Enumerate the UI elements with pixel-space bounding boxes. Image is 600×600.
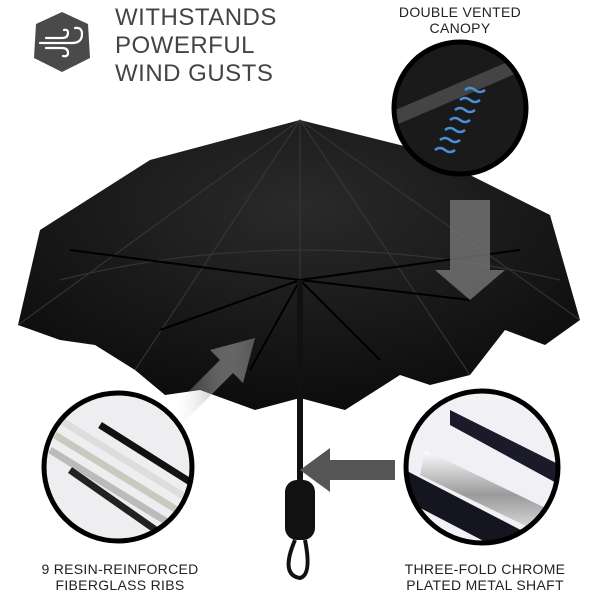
ribs-detail bbox=[41, 390, 195, 544]
caption-line: THREE-FOLD CHROME bbox=[404, 561, 566, 577]
arrow-to-shaft bbox=[300, 448, 395, 492]
headline-line: WIND GUSTS bbox=[115, 60, 274, 87]
wind-icon bbox=[38, 26, 84, 58]
caption-line: PLATED METAL SHAFT bbox=[406, 577, 564, 594]
headline: WITHSTANDS POWERFUL WIND GUSTS bbox=[115, 4, 277, 88]
caption-line: DOUBLE VENTED bbox=[398, 4, 522, 20]
umbrella-handle bbox=[285, 480, 315, 540]
headline-line: WITHSTANDS bbox=[115, 4, 277, 31]
arrow-to-canopy bbox=[435, 200, 505, 300]
canopy-detail bbox=[391, 39, 529, 177]
arrow-to-ribs bbox=[170, 338, 255, 423]
callout-ribs-label: 9 RESIN-REINFORCED FIBERGLASS RIBS bbox=[20, 561, 220, 593]
caption-line: 9 RESIN-REINFORCED bbox=[41, 561, 199, 577]
caption-line: CANOPY bbox=[429, 20, 491, 37]
callout-canopy-label: DOUBLE VENTED CANOPY bbox=[390, 4, 530, 36]
umbrella-canopy bbox=[18, 120, 580, 410]
headline-line: POWERFUL bbox=[115, 32, 256, 59]
vent-icon bbox=[434, 86, 486, 154]
callout-shaft-label: THREE-FOLD CHROME PLATED METAL SHAFT bbox=[385, 561, 585, 593]
caption-line: FIBERGLASS RIBS bbox=[55, 577, 185, 594]
umbrella-shaft bbox=[297, 280, 303, 490]
wrist-strap bbox=[286, 539, 310, 581]
shaft-detail bbox=[403, 388, 561, 546]
